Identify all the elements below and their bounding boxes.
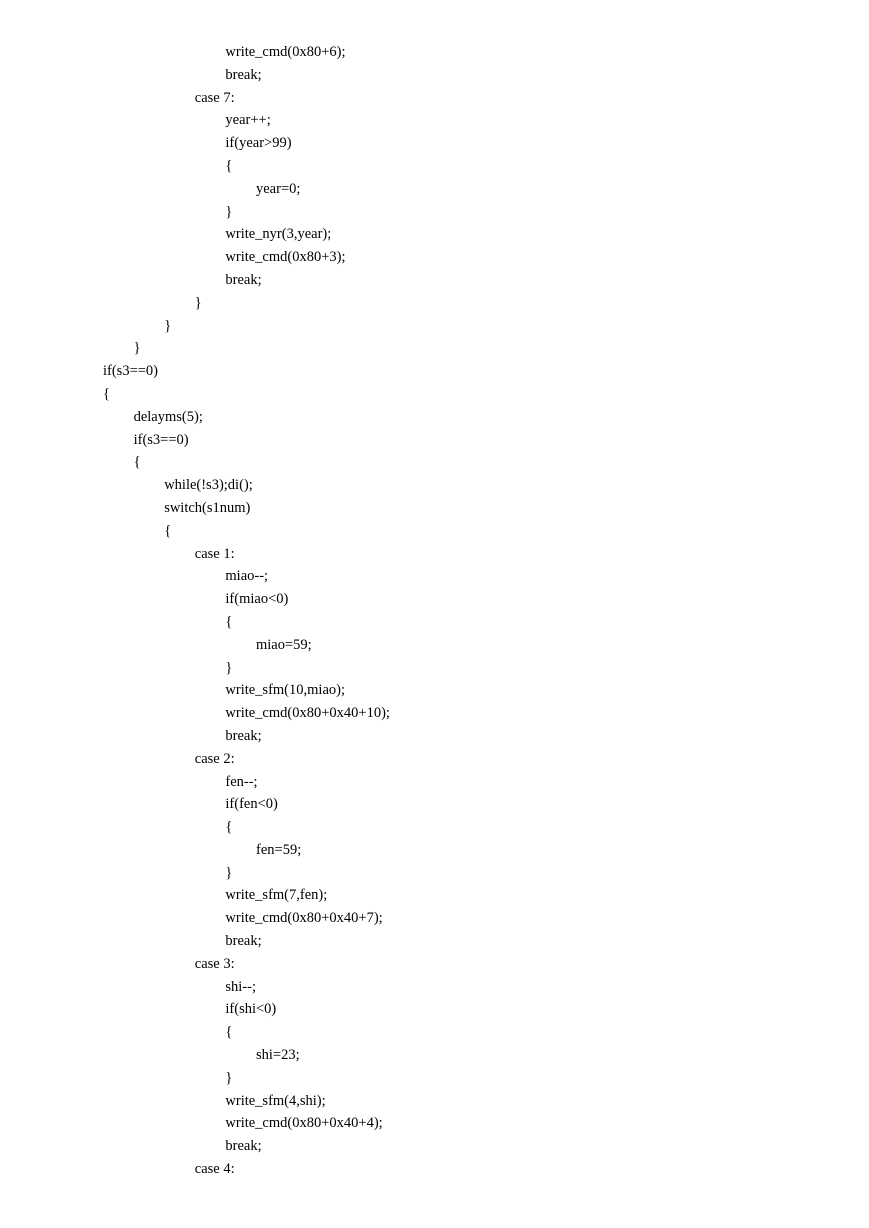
code-line: switch(s1num) (164, 499, 251, 516)
code-line: } (133, 340, 141, 357)
code-line: { (225, 1024, 233, 1041)
code-line: if(fen<0) (225, 796, 278, 813)
code-line: if(miao<0) (225, 591, 289, 608)
code-line: write_cmd(0x80+0x40+10); (225, 705, 390, 722)
code-line: if(s3==0) (103, 363, 159, 380)
code-line: { (164, 522, 172, 539)
code-line: break; (225, 1138, 262, 1155)
code-line: delayms(5); (133, 408, 203, 425)
code-line: write_sfm(10,miao); (225, 682, 345, 699)
code-line: } (225, 203, 233, 220)
code-line: case 7: (194, 89, 235, 106)
code-line: write_cmd(0x80+3); (225, 249, 346, 266)
code-line: { (133, 454, 141, 471)
code-line: miao=59; (256, 636, 312, 653)
code-line: } (164, 317, 172, 334)
document-page: write_cmd(0x80+6); break; case 7: year++; if… (0, 41, 869, 1181)
code-line: case 3: (194, 955, 235, 972)
code-line: write_sfm(4,shi); (225, 1092, 326, 1109)
code-line: break; (225, 727, 262, 744)
code-line: write_nyr(3,year); (225, 226, 332, 243)
code-block: write_cmd(0x80+6); break; case 7: year++; if… (0, 41, 869, 1181)
code-line: break; (225, 66, 262, 83)
code-line: fen--; (225, 773, 258, 790)
code-line: case 4: (194, 1161, 235, 1178)
code-line: write_cmd(0x80+0x40+7); (225, 910, 383, 927)
code-line: } (194, 294, 202, 311)
code-line: { (225, 157, 233, 174)
code-line: break; (225, 933, 262, 950)
code-line: } (225, 864, 233, 881)
code-line: miao--; (225, 568, 269, 585)
code-line: case 2: (194, 750, 235, 767)
code-line: } (225, 1069, 233, 1086)
code-line: shi=23; (256, 1047, 300, 1064)
code-line: break; (225, 271, 262, 288)
code-line: while(!s3);di(); (164, 477, 253, 494)
code-line: write_cmd(0x80+6); (225, 44, 346, 60)
code-line: { (103, 385, 110, 402)
code-line: { (225, 613, 233, 630)
code-line: if(year>99) (225, 135, 292, 152)
code-line: write_cmd(0x80+0x40+4); (225, 1115, 383, 1132)
code-line: if(s3==0) (133, 431, 189, 448)
code-line: } (225, 659, 233, 676)
code-line: case 1: (194, 545, 235, 562)
code-line: write_sfm(7,fen); (225, 887, 328, 904)
code-line: year=0; (256, 180, 301, 197)
code-line: shi--; (225, 978, 256, 995)
code-line: year++; (225, 112, 271, 129)
code-line: { (225, 819, 233, 836)
code-line: fen=59; (256, 841, 302, 858)
code-line: if(shi<0) (225, 1001, 277, 1018)
